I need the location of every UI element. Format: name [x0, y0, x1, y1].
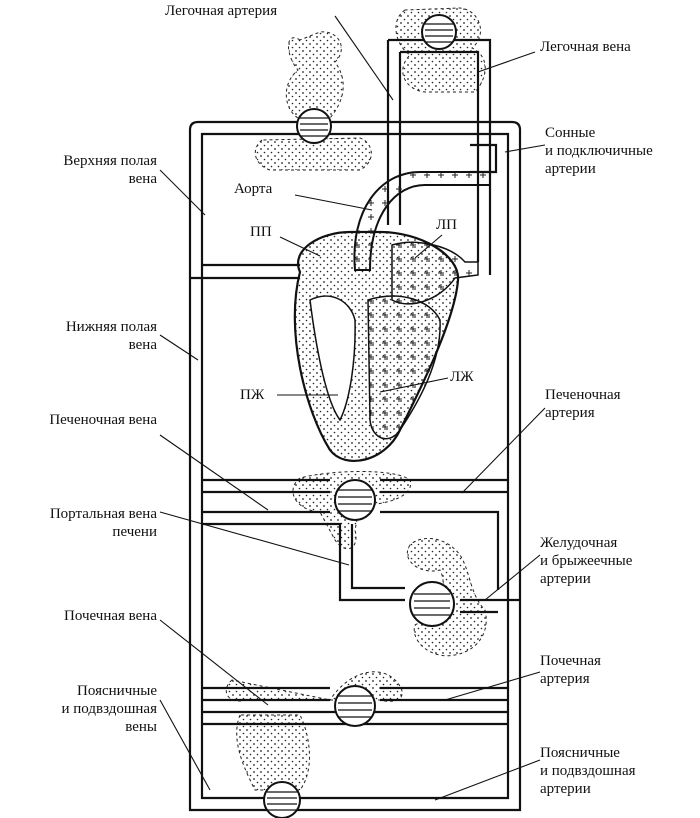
label-hepatic-artery-line-1: Печеночная [545, 387, 621, 403]
label-left-ventricle: ЛЖ [450, 369, 474, 385]
label-lumbar-arteries-line-3: артерии [540, 781, 591, 797]
label-lumbar-veins: Поясничные и подвздошная вены [0, 682, 157, 736]
label-svc-line-1: Верхняя полая [63, 153, 157, 169]
label-gastric-line-3: артерии [540, 571, 591, 587]
label-ivc-line-1: Нижняя полая [65, 319, 157, 335]
label-lumbar-arteries: Поясничные и подвздошная артерии [540, 744, 636, 798]
label-gastric-arteries: Желудочная и брыжеечные артерии [540, 534, 632, 588]
label-lumbar-veins-line-1: Поясничные [77, 683, 157, 699]
capillary-bed-liver [334, 479, 376, 521]
label-lumbar-arteries-line-2: и подвздошная [540, 763, 636, 779]
label-lumbar-arteries-line-1: Поясничные [540, 745, 620, 761]
label-superior-vena-cava: Верхняя полая вена [10, 152, 157, 188]
capillary-bed-lung-left [296, 108, 332, 144]
label-renal-artery-line-2: артерия [540, 671, 590, 687]
label-portal-vein: Портальная вена печени [0, 505, 157, 541]
capillary-bed-lung-right [421, 14, 457, 50]
label-svc-line-2: вена [128, 171, 157, 187]
label-right-atrium: ПП [250, 224, 272, 240]
label-inferior-vena-cava: Нижняя полая вена [10, 318, 157, 354]
heart [293, 171, 491, 462]
label-renal-artery: Почечная артерия [540, 652, 601, 688]
label-hepatic-artery-line-2: артерия [545, 405, 595, 421]
label-left-atrium: ЛП [436, 217, 458, 233]
capillary-bed-lower-body [263, 781, 301, 818]
capillary-bed-gut [409, 581, 455, 627]
label-hepatic-vein: Печеночная вена [49, 412, 157, 428]
label-ivc-line-2: вена [128, 337, 157, 353]
label-right-ventricle: ПЖ [240, 387, 265, 403]
label-lumbar-veins-line-2: и подвздошная [61, 701, 157, 717]
leader-lines [159, 15, 546, 801]
label-renal-artery-line-1: Почечная [540, 653, 601, 669]
label-pulmonary-vein: Легочная вена [540, 39, 631, 55]
vessel-network [188, 38, 522, 812]
label-carotid-arteries: Сонные и подключичные артерии [545, 124, 653, 178]
label-gastric-line-1: Желудочная [540, 535, 618, 551]
lung-tissue-left [285, 31, 344, 119]
label-carotid-line-2: и подключичные [545, 143, 653, 159]
label-carotid-line-1: Сонные [545, 125, 596, 141]
label-carotid-line-3: артерии [545, 161, 596, 177]
lower-body-tissue [236, 714, 310, 791]
label-gastric-line-2: и брыжеечные [540, 553, 633, 569]
label-lumbar-veins-line-3: вены [125, 719, 157, 735]
label-pulmonary-artery: Легочная артерия [165, 3, 278, 19]
upper-body-tissue [254, 137, 372, 171]
label-aorta: Аорта [234, 181, 273, 197]
label-portal-vein-line-2: печени [112, 524, 157, 540]
label-hepatic-artery: Печеночная артерия [545, 386, 621, 422]
lung-tissue-right [395, 7, 486, 93]
capillary-bed-kidney [334, 685, 376, 727]
label-portal-vein-line-1: Портальная вена [49, 506, 157, 522]
kidney-tissue [225, 671, 403, 702]
label-renal-vein: Почечная вена [64, 608, 157, 624]
